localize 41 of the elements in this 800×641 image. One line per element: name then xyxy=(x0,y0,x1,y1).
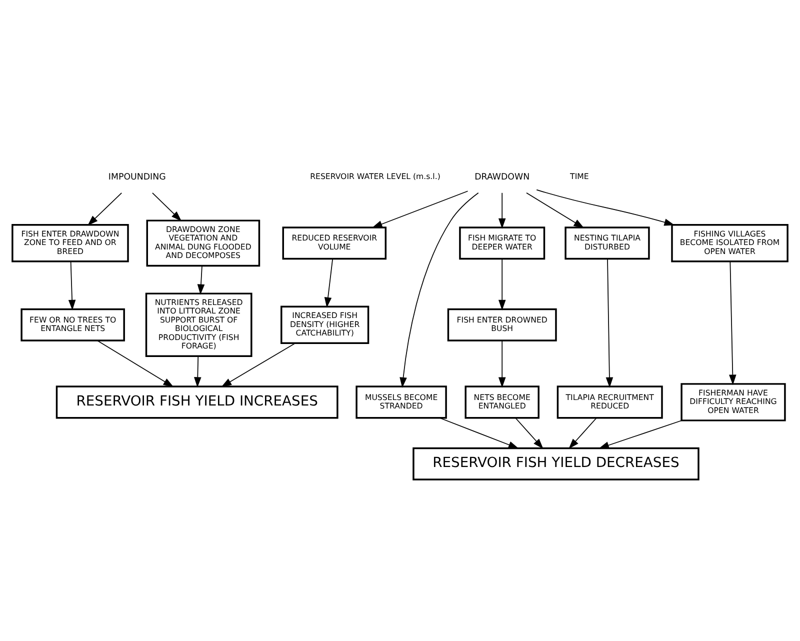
node-box: FISHING VILLAGES BECOME ISOLATED FROM OPEN WATER xyxy=(671,224,788,262)
node-box: NESTING TILAPIA DISTURBED xyxy=(564,226,650,260)
node-box: FISH MIGRATE TO DEEPER WATER xyxy=(459,226,546,260)
node-text: DRAWDOWN xyxy=(474,172,530,182)
arrow xyxy=(498,192,506,229)
arrow xyxy=(372,190,468,228)
arrow xyxy=(526,192,584,228)
arrow xyxy=(498,258,506,310)
arrow xyxy=(568,417,597,449)
arrow xyxy=(324,258,334,308)
arrow xyxy=(498,340,506,388)
node-box: NUTRIENTS RELEASED INTO LITTORAL ZONE SUPPORT BURST OF BIOLOGICAL PRODUCTIVITY (FISH FORAGE) xyxy=(145,292,252,357)
arrow xyxy=(536,189,675,226)
node-box: FISHERMAN HAVE DIFFICULTY REACHING OPEN WATER xyxy=(680,383,786,422)
arrow xyxy=(152,192,182,222)
arrow xyxy=(96,340,174,388)
node-box: REDUCED RESERVOIR VOLUME xyxy=(282,226,387,260)
arrow xyxy=(68,261,76,310)
arrow xyxy=(729,261,736,386)
arrow xyxy=(606,258,614,388)
node-box: INCREASED FISH DENSITY (HIGHER CATCHABILITY) xyxy=(280,306,370,344)
node-box: TILAPIA RECRUITMENT REDUCED xyxy=(556,386,663,419)
label: RESERVOIR WATER LEVEL (m.s.l.) xyxy=(310,172,440,182)
node-box: NETS BECOME ENTANGLED xyxy=(464,386,540,419)
label: TIME xyxy=(570,172,589,182)
node-box: RESERVOIR FISH YIELD INCREASES xyxy=(56,386,338,419)
arrow xyxy=(221,342,296,388)
node-box: FISH ENTER DROWNED BUSH xyxy=(447,308,557,342)
node-box: FEW OR NO TREES TO ENTANGLE NETS xyxy=(20,308,125,342)
arrow xyxy=(194,356,202,388)
node-box: RESERVOIR FISH YIELD DECREASES xyxy=(412,447,700,480)
node-box: FISH ENTER DRAWDOWN ZONE TO FEED AND OR BREED xyxy=(12,224,129,262)
arrow xyxy=(598,420,682,449)
arrow xyxy=(439,417,519,449)
arrow xyxy=(197,265,205,295)
node-box: MUSSELS BECOME STRANDED xyxy=(356,386,447,419)
arrow xyxy=(400,192,479,388)
arrow xyxy=(515,417,544,449)
arrow xyxy=(88,192,122,226)
node-text: IMPOUNDING xyxy=(108,172,166,182)
node-box: DRAWDOWN ZONE VEGETATION AND ANIMAL DUNG FLOODED AND DECOMPOSES xyxy=(146,220,260,267)
